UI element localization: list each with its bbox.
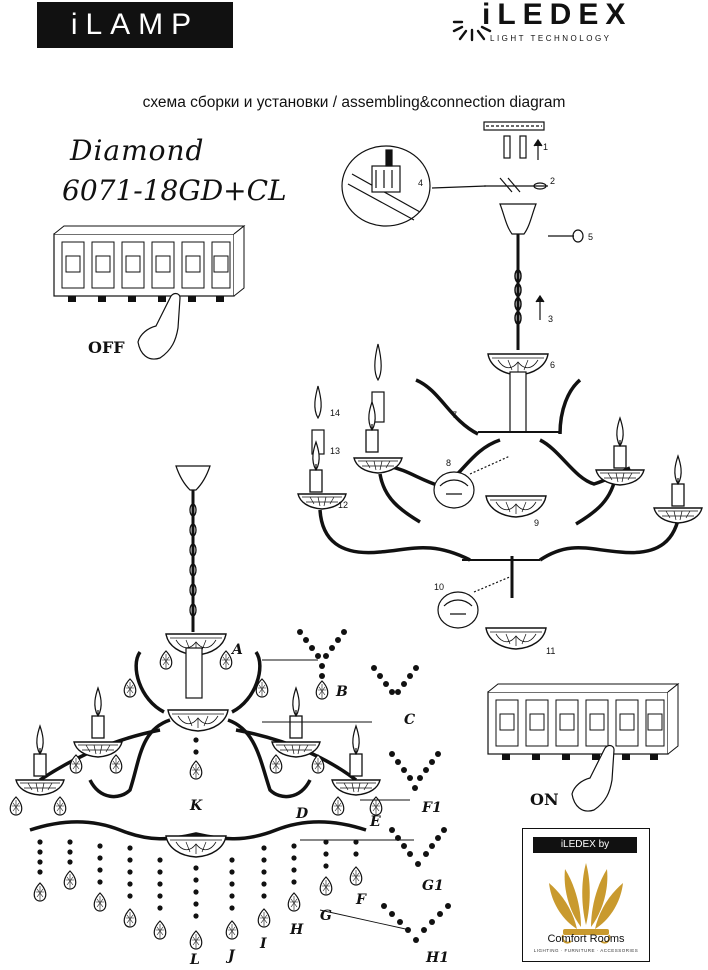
bead-chains	[37, 737, 359, 919]
label-F1: F1	[422, 800, 442, 816]
label-H1: H1	[426, 950, 449, 966]
sunburst-icon	[452, 20, 492, 42]
step-10-number: 10	[434, 582, 445, 592]
step-3-number: 3	[548, 314, 554, 324]
crown-icon	[549, 863, 623, 944]
label-K: K	[190, 798, 203, 814]
step-8-number: 8	[446, 458, 452, 468]
step-13-number: 13	[330, 446, 341, 456]
ilamp-logo: iLAMP	[37, 2, 233, 48]
badge-name: Comfort Rooms	[547, 933, 625, 945]
label-I: I	[260, 936, 267, 952]
iledex-wordmark: iLEDEX	[482, 0, 633, 31]
label-C: C	[404, 712, 416, 728]
switch-panel-off	[53, 225, 245, 360]
callout-lines	[262, 659, 414, 931]
step-11-number: 11	[546, 646, 556, 656]
upper-assembly	[297, 343, 703, 650]
step-6-number: 6	[550, 360, 556, 370]
iledex-tagline: LIGHT TECHNOLOGY	[490, 34, 612, 43]
iledex-logo: iLEDEX LIGHT TECHNOLOGY	[452, 0, 698, 48]
step-12-number: 12	[338, 500, 349, 510]
model-name: Diamond	[70, 134, 205, 167]
step-4-number: 4	[418, 178, 424, 188]
assembled-chandelier	[15, 465, 381, 858]
label-H: H	[290, 922, 304, 938]
step-9-number: 9	[534, 518, 540, 528]
label-G1: G1	[422, 878, 444, 894]
ceiling-mount	[341, 121, 584, 350]
comfort-rooms-badge: iLEDEX by Comfort Rooms LIGHTING · FURNI…	[522, 828, 650, 962]
switch-panel-on	[487, 683, 679, 812]
label-E: E	[370, 814, 381, 830]
model-code: 6071-18GD+CL	[62, 174, 287, 207]
badge-header: iLEDEX by	[533, 837, 637, 853]
switch-on-label: ON	[530, 790, 559, 809]
crystal-string-pieces	[297, 629, 451, 943]
label-J: J	[228, 948, 235, 964]
label-L: L	[190, 952, 200, 968]
label-F: F	[356, 892, 366, 908]
step-5-number: 5	[588, 232, 594, 242]
label-B: B	[336, 684, 348, 700]
step-1-number: 1	[543, 142, 549, 152]
diagram-title: схема сборки и установки / assembling&co…	[142, 94, 566, 111]
badge-subtitle: LIGHTING · FURNITURE · ACCESSORIES	[533, 948, 639, 953]
switch-off-label: OFF	[88, 338, 125, 357]
step-7-number: 7	[452, 410, 458, 420]
label-G: G	[320, 908, 332, 924]
label-D: D	[296, 806, 309, 822]
label-A: A	[232, 642, 243, 658]
step-14-number: 14	[330, 408, 341, 418]
step-2-number: 2	[550, 176, 556, 186]
